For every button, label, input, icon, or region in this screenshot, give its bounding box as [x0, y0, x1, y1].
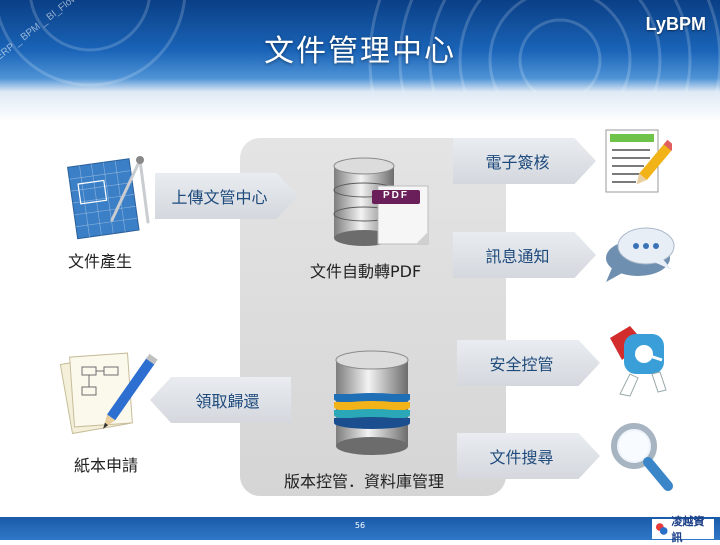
upload-arrow: 上傳文管中心	[155, 173, 298, 219]
feature-arrow-notify: 訊息通知	[453, 232, 596, 278]
brand-label: LyBPM	[645, 14, 706, 34]
paper-pencil-icon	[59, 352, 158, 435]
document-pencil-icon	[605, 129, 672, 193]
feature-label-signoff: 電子簽核	[485, 153, 550, 172]
security-figure-icon	[610, 326, 667, 397]
return-arrow-label: 領取歸還	[195, 392, 260, 411]
feature-label-search: 文件搜尋	[489, 448, 554, 467]
company-logo: 凌越資訊	[652, 515, 714, 544]
feature-arrow-signoff: 電子簽核	[453, 138, 596, 184]
pdf-badge: PDF	[383, 190, 409, 201]
magnifier-icon	[611, 423, 673, 491]
pdf-database-icon	[333, 157, 429, 246]
paper-application-label: 紙本申請	[74, 456, 139, 475]
feature-label-notify: 訊息通知	[485, 247, 550, 266]
footer-bar	[0, 517, 720, 540]
document-create-label: 文件產生	[68, 252, 133, 271]
page-title: 文件管理中心	[264, 34, 456, 69]
pdf-convert-label: 文件自動轉PDF	[310, 262, 422, 281]
maze-background-icon	[0, 0, 720, 92]
company-name: 凌越資訊	[671, 515, 705, 544]
page-number: 56	[354, 521, 366, 530]
blueprint-document-icon	[67, 156, 150, 240]
feature-arrow-security: 安全控管	[457, 340, 600, 386]
chat-bubble-icon	[606, 227, 675, 282]
upload-arrow-label: 上傳文管中心	[171, 188, 268, 207]
header-fade	[0, 92, 720, 122]
database-icon	[334, 350, 410, 455]
header-banner	[0, 0, 720, 92]
feature-label-security: 安全控管	[489, 355, 554, 374]
version-control-label: 版本控管．資料庫管理	[284, 472, 445, 491]
company-logo-icon	[655, 523, 668, 535]
return-arrow: 領取歸還	[150, 377, 291, 423]
feature-arrow-search: 文件搜尋	[457, 433, 600, 479]
